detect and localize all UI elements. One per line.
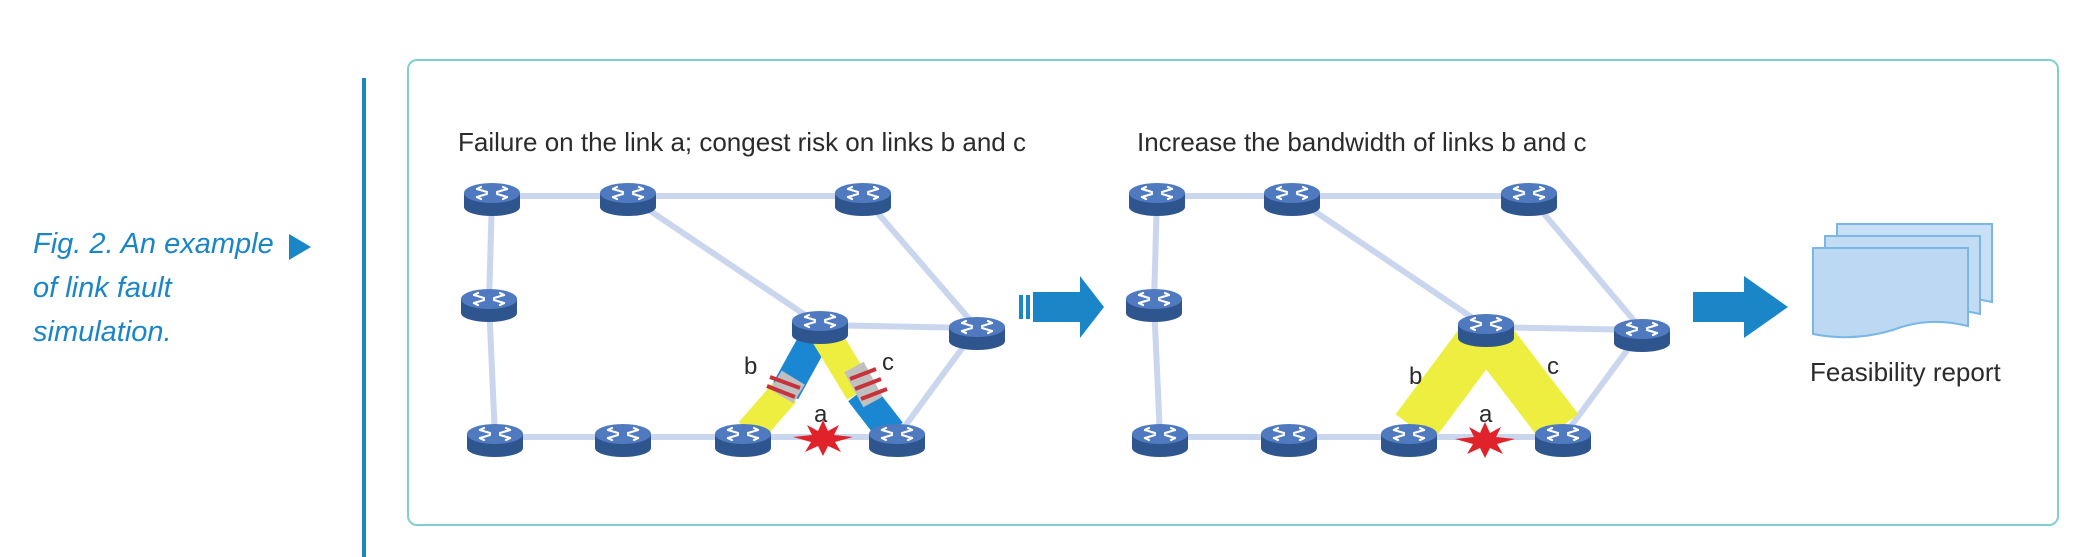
router-icon [465, 422, 525, 459]
link-label-b: b [1409, 363, 1422, 390]
link-line [1290, 193, 1488, 330]
router-icon [1262, 181, 1322, 218]
router-icon [593, 422, 653, 459]
arrow-right-icon [1693, 276, 1788, 338]
router-icon [1456, 312, 1516, 349]
router-icon [713, 422, 773, 459]
left-diagram-title: Failure on the link a; congest risk on l… [458, 127, 1026, 157]
caption-line-3: simulation. [33, 316, 172, 348]
router-icon [1124, 287, 1184, 324]
link-line [1151, 302, 1163, 438]
link-line [860, 194, 980, 330]
router-icon [947, 315, 1007, 352]
router-icon [598, 181, 658, 218]
router-icon [1127, 181, 1187, 218]
link-label-c: c [1547, 353, 1559, 380]
router-icon [790, 309, 850, 346]
document-stack-icon [1812, 223, 1993, 339]
link-label-c: c [882, 349, 894, 376]
right-diagram-title: Increase the bandwidth of links b and c [1137, 127, 1587, 157]
right-network: b c a [1124, 181, 1672, 459]
congested-link-b [738, 326, 831, 442]
caption-line-2: of link fault [33, 272, 172, 304]
router-icon [1533, 422, 1593, 459]
router-icon [1612, 317, 1672, 354]
link-line [486, 302, 498, 438]
left-links [486, 193, 980, 440]
link-label-a: a [1479, 401, 1493, 428]
left-network: b c a [459, 181, 1007, 459]
router-icon [1379, 422, 1439, 459]
router-icon [1499, 181, 1559, 218]
router-icon [1259, 422, 1319, 459]
diagram-panel [407, 59, 2059, 526]
right-links [1151, 193, 1645, 440]
router-icon [867, 422, 927, 459]
link-label-b: b [744, 353, 757, 380]
figure-caption: Fig. 2. An example of link fault simulat… [33, 222, 293, 354]
link-line [1526, 194, 1645, 332]
upgraded-link-c [1469, 320, 1579, 442]
router-icon [1130, 422, 1190, 459]
caption-pointer-icon [289, 234, 311, 260]
link-label-a: a [814, 401, 828, 428]
feasibility-report-label: Feasibility report [1810, 357, 2002, 387]
arrow-right-icon [1019, 276, 1104, 338]
caption-divider [362, 78, 366, 557]
router-icon [462, 181, 522, 218]
caption-line-1: Fig. 2. An example [33, 228, 274, 260]
router-icon [833, 181, 893, 218]
link-line [626, 193, 822, 328]
router-icon [459, 287, 519, 324]
